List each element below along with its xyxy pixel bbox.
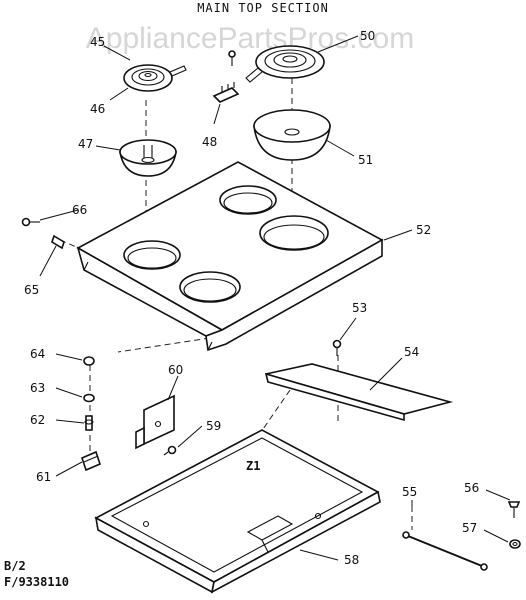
cooktop-screw bbox=[21, 217, 40, 227]
callout-47: 47 bbox=[78, 137, 93, 151]
main-cooktop bbox=[76, 161, 384, 352]
callout-leader-lines bbox=[39, 35, 511, 561]
callout-61: 61 bbox=[36, 470, 51, 484]
callout-50: 50 bbox=[360, 29, 375, 43]
bracket-screw bbox=[163, 445, 177, 456]
small-surface-element bbox=[123, 64, 187, 92]
rod-nut bbox=[509, 539, 521, 549]
pan-stamp-text: Z1 bbox=[246, 459, 260, 473]
cooktop-clip bbox=[51, 234, 65, 250]
callout-46: 46 bbox=[90, 102, 105, 116]
diagram-title: MAIN TOP SECTION bbox=[197, 1, 329, 15]
small-drip-pan bbox=[119, 139, 177, 177]
callout-51: 51 bbox=[358, 153, 373, 167]
callout-59: 59 bbox=[206, 419, 221, 433]
large-surface-element bbox=[245, 45, 325, 83]
footer-page-ref: B/2 bbox=[4, 559, 26, 573]
callout-52: 52 bbox=[416, 223, 431, 237]
callout-57: 57 bbox=[462, 521, 477, 535]
callout-64: 64 bbox=[30, 347, 45, 361]
watermark-text: AppliancePartsPros.com bbox=[86, 22, 414, 55]
callout-55: 55 bbox=[402, 485, 417, 499]
footer-figure-ref: F/9338110 bbox=[4, 575, 69, 589]
callout-63: 63 bbox=[30, 381, 45, 395]
callout-62: 62 bbox=[30, 413, 45, 427]
callout-66: 66 bbox=[72, 203, 87, 217]
callout-labels: 45 46 47 48 50 51 52 53 54 55 56 57 58 5… bbox=[24, 29, 479, 567]
callout-56: 56 bbox=[464, 481, 479, 495]
callout-54: 54 bbox=[404, 345, 419, 359]
panel-screw bbox=[332, 339, 342, 356]
heat-shield-panel bbox=[264, 363, 454, 422]
callout-53: 53 bbox=[352, 301, 367, 315]
switch-knob-stack bbox=[81, 356, 101, 472]
element-receptacle bbox=[212, 82, 240, 103]
callout-65: 65 bbox=[24, 283, 39, 297]
rod-screw bbox=[507, 501, 521, 518]
callout-60: 60 bbox=[168, 363, 183, 377]
mounting-screw-top bbox=[228, 50, 236, 66]
support-rod bbox=[402, 506, 488, 571]
callout-45: 45 bbox=[90, 35, 105, 49]
mounting-bracket bbox=[135, 394, 175, 450]
large-drip-pan bbox=[253, 109, 331, 161]
bottom-pan: Z1 bbox=[94, 429, 381, 594]
callout-58: 58 bbox=[344, 553, 359, 567]
callout-48: 48 bbox=[202, 135, 217, 149]
